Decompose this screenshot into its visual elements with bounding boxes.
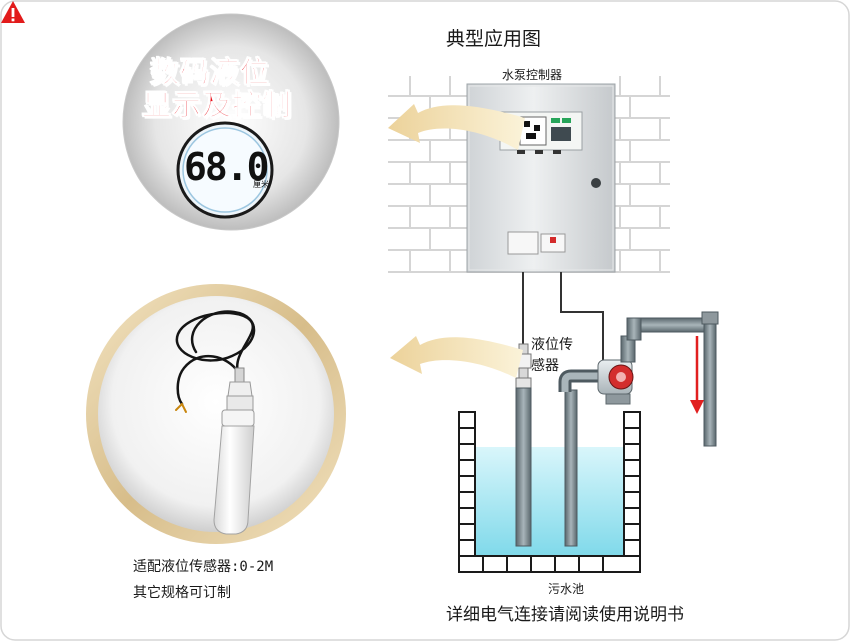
feature-headline-line2: 显示及控制 [141, 88, 293, 123]
controller-label: 水泵控制器 [502, 68, 563, 82]
discharge-pipe [626, 311, 719, 447]
lcd-display [176, 121, 274, 219]
diagram-title: 典型应用图 [446, 28, 542, 50]
warning-text: 详细电气连接请阅读使用说明书 [446, 605, 684, 625]
warning-triangle-icon [1, 1, 25, 23]
water-pump [597, 335, 636, 405]
sensor-probe-body [213, 367, 255, 535]
lcd-value: 68.0 [184, 145, 270, 189]
sewage-pool [458, 411, 641, 573]
control-wires [522, 272, 604, 362]
flow-down-arrow-icon [690, 336, 704, 414]
suction-pipe [558, 369, 600, 547]
feature-circle-sensor [86, 284, 346, 544]
sensor-label: 液位传感器 [531, 337, 573, 374]
sensor-cable [175, 310, 256, 413]
pool-label: 污水池 [548, 582, 585, 596]
lcd-unit: 厘米 [253, 180, 269, 189]
sensor-spec-line1: 适配液位传感器:0-2M [133, 559, 274, 575]
sensor-spec-line2: 其它规格可订制 [133, 585, 231, 601]
pointer-arrow-controller [388, 104, 525, 150]
feature-headline-line1: 数码液位 [149, 55, 271, 90]
pointer-arrow-sensor [390, 336, 523, 378]
